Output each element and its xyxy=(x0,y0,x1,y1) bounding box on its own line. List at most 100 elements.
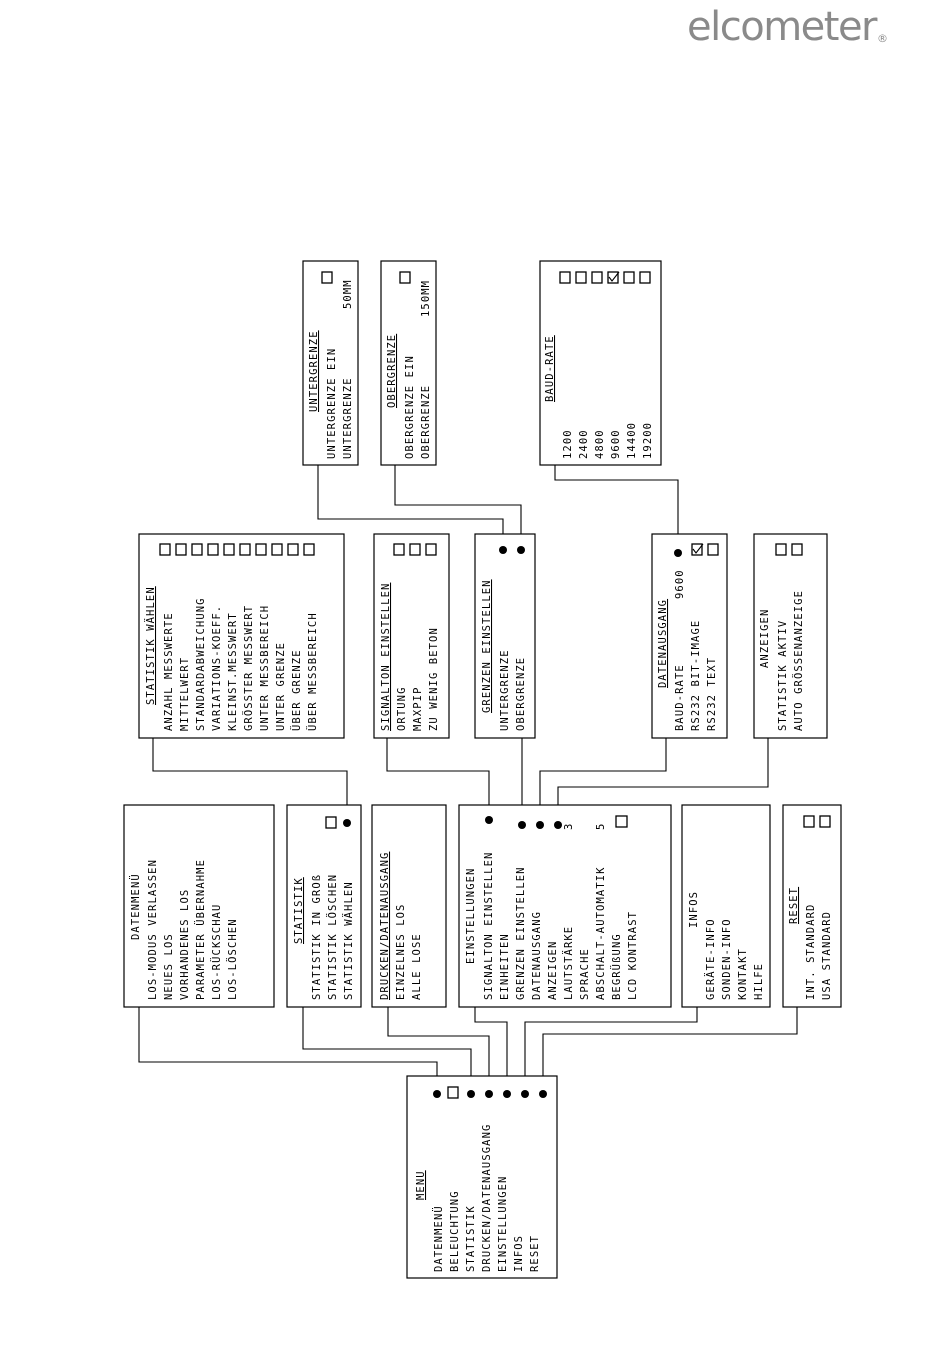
baud-item-14400[interactable]: 14400 xyxy=(626,422,638,459)
registered-mark: ® xyxy=(877,32,888,45)
einst-item-sprache[interactable]: SPRACHE xyxy=(579,948,591,1000)
statistik-title: STATISTIK xyxy=(293,877,305,944)
reset-item-usa[interactable]: USA STANDARD xyxy=(821,911,833,1000)
einst-item-abschalt[interactable]: ABSCHALT-AUTOMATIK xyxy=(595,866,607,1000)
statistik-item-gross[interactable]: STATISTIK IN GROß xyxy=(311,874,323,1000)
menu-item-einstellungen[interactable]: EINSTELLUNGEN xyxy=(497,1176,509,1272)
statistik-item-loeschen[interactable]: STATISTIK LÖSCHEN xyxy=(326,874,339,1000)
dot-einst-signalton xyxy=(485,816,493,824)
stat-item-unter-grenze[interactable]: UNTER GRENZE xyxy=(275,642,287,731)
dot-einst-datenausgang xyxy=(536,821,544,829)
grenzen-list: UNTERGRENZE OBERGRENZE xyxy=(499,649,527,731)
untergrenze-item-wert[interactable]: UNTERGRENZE xyxy=(342,377,354,459)
baud-item-9600[interactable]: 9600 xyxy=(610,429,622,459)
infos-item-geraete[interactable]: GERÄTE-INFO xyxy=(704,918,717,1000)
checkbox-menu-beleuchtung xyxy=(447,1086,459,1099)
datenmenu-item-vorhandenes[interactable]: VORHANDENES LOS xyxy=(179,889,191,1000)
datenmenu-item-rueckschau[interactable]: LOS-RÜCKSCHAU xyxy=(210,904,223,1000)
checkbox-stat-9 xyxy=(287,543,299,556)
stat-item-unter-mess[interactable]: UNTER MESSBEREICH xyxy=(259,605,271,731)
checkbox-datenausgang-2 xyxy=(707,543,719,556)
einst-item-begruessung[interactable]: BEGRÜßUNG xyxy=(610,933,623,1000)
einst-item-einheiten[interactable]: EINHEITEN xyxy=(499,933,511,1000)
checkbox-signal-1 xyxy=(393,543,405,556)
datenausgang-item-text[interactable]: RS232 TEXT xyxy=(706,657,718,731)
abschalt-value: 5 xyxy=(595,823,607,830)
baud-value: 9600 xyxy=(674,569,686,599)
stat-item-ueber-grenze[interactable]: ÜBER GRENZE xyxy=(290,649,303,731)
infos-item-sonden[interactable]: SONDEN-INFO xyxy=(721,918,733,1000)
wire-menu-infos xyxy=(524,1006,698,1094)
menu-item-reset[interactable]: RESET xyxy=(529,1235,541,1272)
infos-item-hilfe[interactable]: HILFE xyxy=(753,963,765,1000)
datenmenu-item-parameter[interactable]: PARAMETER ÜBERNAHME xyxy=(194,859,207,1000)
stat-item-variation[interactable]: VARIATIONS-KOEFF. xyxy=(211,605,223,731)
checkbox-baud-3 xyxy=(591,271,603,284)
statistik-item-waehlen[interactable]: STATISTIK WÄHLEN xyxy=(342,881,355,1000)
infos-item-kontakt[interactable]: KONTAKT xyxy=(737,948,749,1000)
grenzen-item-ober[interactable]: OBERGRENZE xyxy=(515,657,527,731)
einst-item-anzeigen[interactable]: ANZEIGEN xyxy=(547,941,559,1000)
einstellungen-title-group: EINSTELLUNGEN xyxy=(465,868,477,964)
einst-item-signalton[interactable]: SIGNALTON EINSTELLEN xyxy=(483,852,495,1000)
einst-item-grenzen[interactable]: GRENZEN EINSTELLEN xyxy=(515,866,527,1000)
checkbox-reset-usa xyxy=(819,815,831,828)
menu-item-beleuchtung[interactable]: BELEUCHTUNG xyxy=(449,1190,461,1272)
stat-item-stdabw[interactable]: STANDARDABWEICHUNG xyxy=(195,597,207,731)
anzeigen-item-statistik[interactable]: STATISTIK AKTIV xyxy=(777,620,789,731)
untergrenze-value: 50MM xyxy=(342,279,354,309)
datenmenu-item-verlassen[interactable]: LOS-MODUS VERLASSEN xyxy=(147,859,159,1000)
menu-item-statistik[interactable]: STATISTIK xyxy=(465,1205,477,1272)
wire-einst-signalton xyxy=(386,737,490,820)
obergrenze-item-wert[interactable]: OBERGRENZE xyxy=(420,385,432,459)
checkbox-baud-2 xyxy=(575,271,587,284)
datenmenu-item-neues-los[interactable]: NEUES LOS xyxy=(163,933,175,1000)
checkbox-anzeigen-2 xyxy=(791,543,803,556)
signalton-items: SIGNALTON EINSTELLEN ORTUNG MAXPIP ZU WE… xyxy=(380,583,440,731)
anzeigen-item-auto[interactable]: AUTO GRÖSSENANZEIGE xyxy=(792,590,805,731)
einst-item-lautstaerke[interactable]: LAUTSTÄRKE xyxy=(562,926,575,1000)
signalton-item-maxpip[interactable]: MAXPIP xyxy=(412,686,424,731)
menu-item-infos[interactable]: INFOS xyxy=(513,1235,525,1272)
checkbox-statistik-gross xyxy=(325,816,337,829)
drucken-item-alle[interactable]: ALLE LOSE xyxy=(411,933,423,1000)
untergrenze-item-ein[interactable]: UNTERGRENZE EIN xyxy=(326,348,338,459)
anzeigen-box xyxy=(753,533,828,739)
elcometer-logo: elcometer® xyxy=(687,4,888,50)
grenzen-items: GRENZEN EINSTELLEN xyxy=(481,579,493,713)
baud-item-1200[interactable]: 1200 xyxy=(562,429,574,459)
grenzen-box xyxy=(474,533,536,739)
reset-title-group: RESET xyxy=(788,887,800,924)
einstellungen-box xyxy=(458,804,672,1008)
stat-item-groesster[interactable]: GRÖSSTER MESSWERT xyxy=(242,605,255,731)
stat-item-mittelwert[interactable]: MITTELWERT xyxy=(179,657,191,731)
stat-item-kleinst[interactable]: KLEINST.MESSWERT xyxy=(227,612,239,731)
drucken-item-einzelnes[interactable]: EINZELNES LOS xyxy=(395,904,407,1000)
baudrate-box xyxy=(539,260,662,466)
datenmenu-title: DATENMENÜ xyxy=(129,873,142,940)
signalton-item-ortung[interactable]: ORTUNG xyxy=(396,686,408,731)
wire-grenzen-obergrenze xyxy=(394,464,522,550)
checkbox-stat-1 xyxy=(159,543,171,556)
obergrenze-item-ein[interactable]: OBERGRENZE EIN xyxy=(404,355,416,459)
reset-item-int[interactable]: INT. STANDARD xyxy=(805,904,817,1000)
baud-item-4800[interactable]: 4800 xyxy=(594,429,606,459)
einst-item-datenausgang[interactable]: DATENAUSGANG xyxy=(531,911,543,1000)
datenmenu-item-loeschen[interactable]: LOS-LÖSCHEN xyxy=(226,918,239,1000)
anzeigen-title-group: ANZEIGEN xyxy=(759,609,771,668)
grenzen-item-unter[interactable]: UNTERGRENZE xyxy=(499,649,511,731)
datenausgang-item-bitimage[interactable]: RS232 BIT-IMAGE xyxy=(690,620,702,731)
stat-item-ueber-mess[interactable]: ÜBER MESSBEREICH xyxy=(306,612,319,731)
baud-item-2400[interactable]: 2400 xyxy=(578,429,590,459)
menu-item-datenmenu[interactable]: DATENMENÜ xyxy=(432,1205,445,1272)
anzeigen-title: ANZEIGEN xyxy=(759,609,771,668)
baud-item-19200[interactable]: 19200 xyxy=(642,422,654,459)
dot-datenausgang-baudrate xyxy=(674,549,682,557)
menu-item-drucken[interactable]: DRUCKEN/DATENAUSGANG xyxy=(481,1124,493,1272)
checkbox-stat-5 xyxy=(223,543,235,556)
untergrenze-list: UNTERGRENZE EIN UNTERGRENZE 50MM xyxy=(326,279,354,459)
signalton-item-beton[interactable]: ZU WENIG BETON xyxy=(428,627,440,731)
stat-item-anzahl[interactable]: ANZAHL MESSWERTE xyxy=(163,612,175,731)
datenausgang-item-baud[interactable]: BAUD-RATE xyxy=(674,664,686,731)
einst-item-lcd-kontrast[interactable]: LCD KONTRAST xyxy=(627,911,639,1000)
